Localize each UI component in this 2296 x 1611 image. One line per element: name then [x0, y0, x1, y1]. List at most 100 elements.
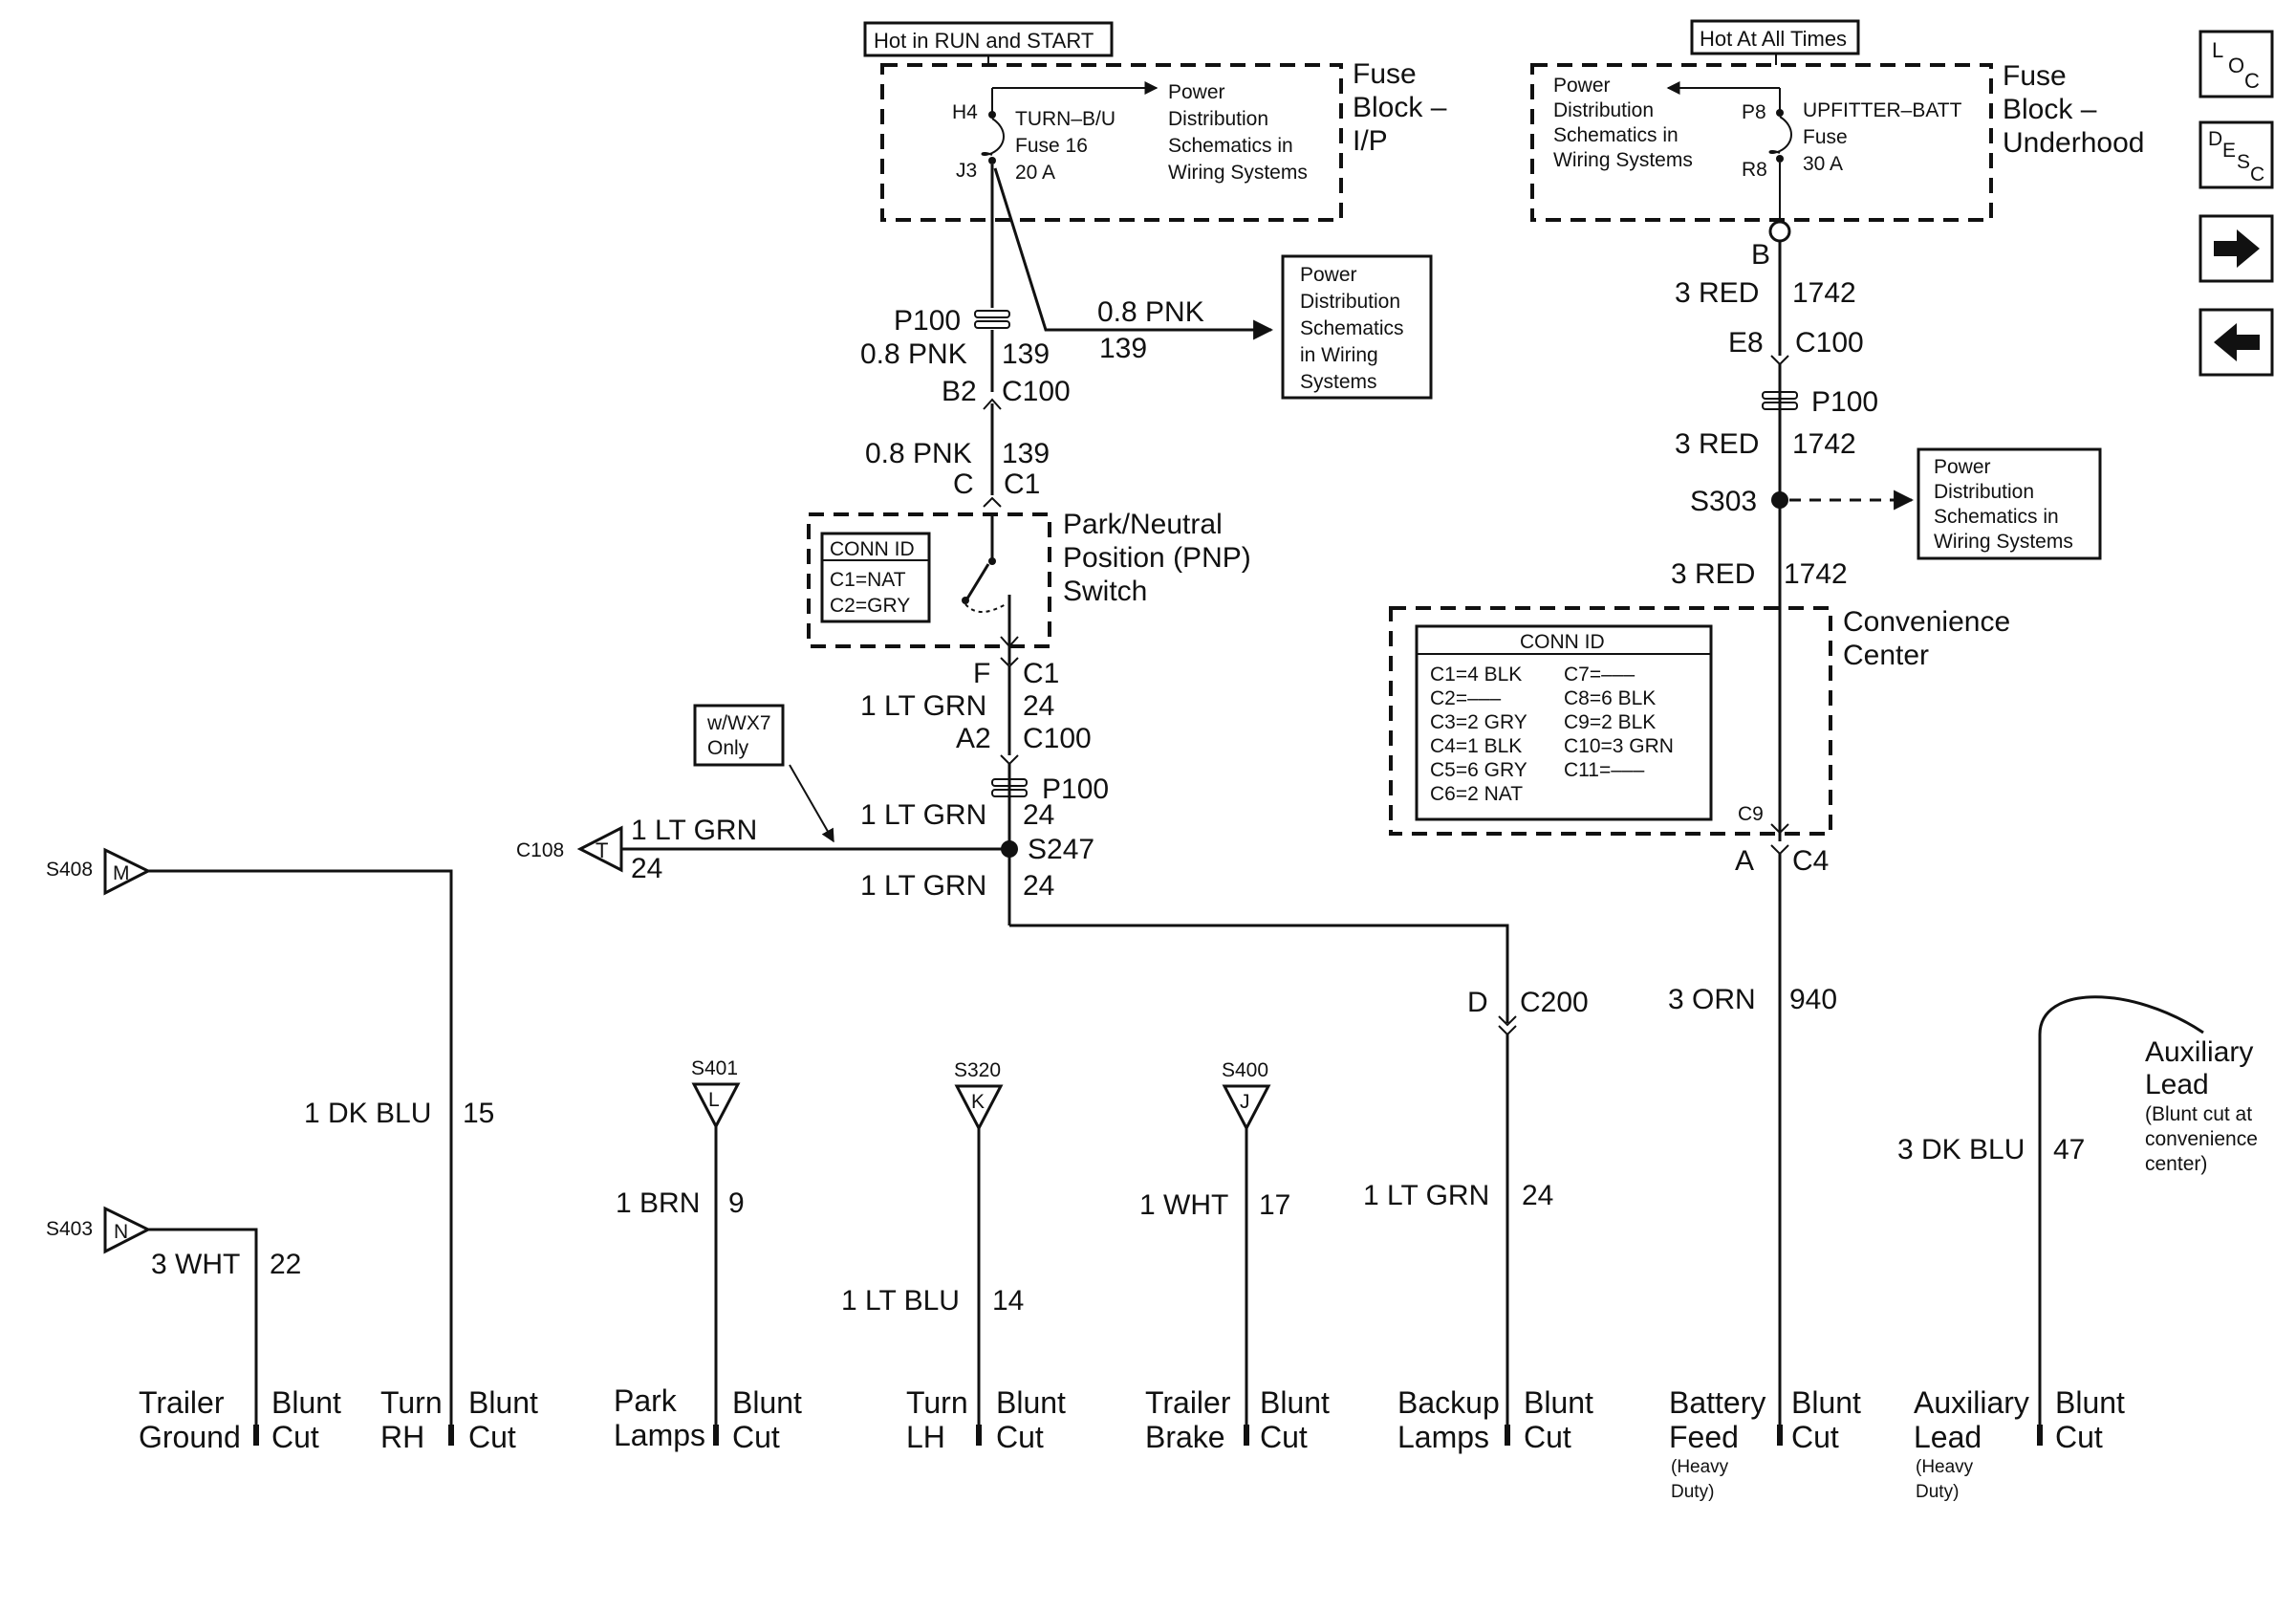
splice-s303 — [1771, 491, 1788, 509]
loc-button[interactable]: L O C — [2199, 30, 2274, 98]
pnp-conn-id-1: C1=NAT — [830, 569, 906, 591]
w3-num: 24 — [1023, 870, 1054, 902]
svg-text:30 A: 30 A — [1803, 153, 1843, 175]
svg-text:Blunt: Blunt — [271, 1385, 341, 1420]
svg-text:Battery: Battery — [1669, 1385, 1765, 1420]
svg-text:Blunt: Blunt — [1524, 1385, 1593, 1420]
svg-text:E: E — [2222, 140, 2236, 162]
splice-s403: S403 N 3 WHT 22 — [46, 1206, 301, 1442]
svg-text:Turn: Turn — [906, 1385, 968, 1420]
c100-connector-a2 — [1000, 754, 1019, 766]
splice-s320: S320 K 1 LT BLU 14 — [841, 1059, 1024, 1442]
svg-text:Systems: Systems — [1300, 371, 1377, 393]
svg-text:C4: C4 — [1792, 845, 1829, 877]
svg-text:Power: Power — [1300, 264, 1357, 286]
svg-text:Cut: Cut — [271, 1420, 319, 1454]
svg-text:C: C — [2244, 69, 2260, 93]
svg-text:Cut: Cut — [1791, 1420, 1839, 1454]
svg-text:C3=2 GRY: C3=2 GRY — [1430, 711, 1527, 733]
w3-color: 1 LT GRN — [860, 870, 986, 902]
svg-text:1742: 1742 — [1792, 277, 1856, 309]
svg-text:1 LT BLU: 1 LT BLU — [841, 1285, 960, 1317]
svg-text:Schematics in: Schematics in — [1553, 124, 1679, 146]
svg-text:1 BRN: 1 BRN — [616, 1187, 700, 1219]
fuse-16-label-1: TURN–B/U — [1015, 108, 1116, 130]
svg-text:Blunt: Blunt — [2055, 1385, 2125, 1420]
svg-text:Cut: Cut — [468, 1420, 516, 1454]
desc-button[interactable]: D E S C — [2199, 120, 2274, 189]
svg-text:S320: S320 — [954, 1059, 1001, 1081]
power-distribution-ref-mid[interactable]: Power Distribution Schematics in Wiring … — [1281, 254, 1433, 400]
svg-text:Wiring Systems: Wiring Systems — [1934, 531, 2073, 553]
c9-connector — [1770, 823, 1789, 835]
svg-text:S403: S403 — [46, 1218, 93, 1240]
svg-text:1742: 1742 — [1784, 558, 1848, 590]
wire1-num: 139 — [1002, 338, 1050, 370]
fuse-block-ip-title-2: Block – — [1353, 92, 1447, 123]
svg-text:C5=6 GRY: C5=6 GRY — [1430, 759, 1527, 781]
svg-text:C9=2 BLK: C9=2 BLK — [1564, 711, 1656, 733]
svg-text:N: N — [114, 1221, 128, 1243]
terminal-turn-lh: Turn LH Blunt Cut — [906, 1385, 1066, 1454]
fuse-pin-j3 — [988, 157, 996, 164]
fuse-ip-pin-in: H4 — [952, 101, 978, 123]
pnp-conn-id-title: CONN ID — [830, 538, 915, 560]
svg-text:Power: Power — [1934, 456, 1991, 478]
svg-text:(Heavy: (Heavy — [1916, 1457, 1974, 1477]
svg-text:Schematics in: Schematics in — [1934, 506, 2059, 528]
terminal-auxiliary-lead: Auxiliary Lead (Heavy Duty) Blunt Cut — [1914, 1385, 2125, 1502]
svg-text:Blunt: Blunt — [996, 1385, 1066, 1420]
svg-text:Center: Center — [1843, 640, 1929, 671]
svg-text:LH: LH — [906, 1420, 945, 1454]
c-pin-label: C — [953, 468, 974, 500]
power-distribution-ref-s303[interactable]: Power Distribution Schematics in Wiring … — [1917, 447, 2102, 560]
backup-lamps-wire-labels: 1 LT GRN 24 — [1363, 1180, 1553, 1211]
svg-text:3 RED: 3 RED — [1675, 277, 1759, 309]
svg-text:24: 24 — [1522, 1180, 1553, 1211]
svg-text:E8: E8 — [1728, 327, 1764, 359]
svg-text:Schematics: Schematics — [1300, 317, 1404, 339]
terminal-park-lamps: Park Lamps Blunt Cut — [614, 1383, 802, 1454]
svg-text:3 ORN: 3 ORN — [1668, 984, 1756, 1015]
pnp-conn-id-2: C2=GRY — [830, 595, 910, 617]
prev-page-button[interactable] — [2199, 308, 2274, 377]
wire1-color: 0.8 PNK — [860, 338, 967, 370]
svg-text:3 DK BLU: 3 DK BLU — [1897, 1134, 2025, 1165]
svg-text:K: K — [971, 1091, 985, 1113]
svg-text:C9: C9 — [1738, 803, 1764, 825]
svg-text:L: L — [708, 1089, 720, 1111]
svg-text:47: 47 — [2053, 1134, 2085, 1165]
fuse-underhood-title-3: Underhood — [2003, 127, 2144, 159]
w2-color: 1 LT GRN — [860, 799, 986, 831]
svg-text:C8=6 BLK: C8=6 BLK — [1564, 687, 1656, 709]
svg-text:15: 15 — [463, 1098, 494, 1129]
svg-text:940: 940 — [1789, 984, 1837, 1015]
fuse-pin-r8 — [1776, 155, 1784, 163]
fuse-pin-h4 — [988, 111, 996, 119]
c4-connector — [1770, 844, 1789, 856]
terminal-battery-feed: Battery Feed (Heavy Duty) Blunt Cut — [1669, 1385, 1861, 1502]
svg-text:Convenience: Convenience — [1843, 606, 2010, 638]
a2-label: A2 — [956, 723, 991, 754]
hot-all-times-label: Hot At All Times — [1700, 27, 1847, 51]
c100-after-label: C100 — [1023, 723, 1092, 754]
splice-s400: S400 J 1 WHT 17 — [1139, 1059, 1290, 1442]
next-page-button[interactable] — [2199, 214, 2274, 283]
svg-text:Lead: Lead — [1914, 1420, 1982, 1454]
c200-connector-bottom — [1498, 1025, 1517, 1036]
c100-connector-b2 — [983, 398, 1002, 410]
svg-text:Cut: Cut — [1260, 1420, 1308, 1454]
wire2-num: 139 — [1002, 438, 1050, 469]
svg-text:14: 14 — [992, 1285, 1024, 1317]
c108-wire-num: 24 — [631, 853, 662, 884]
svg-text:CONN ID: CONN ID — [1520, 631, 1605, 653]
svg-text:Blunt: Blunt — [1791, 1385, 1861, 1420]
fuse-pin-p8 — [1776, 109, 1784, 117]
terminal-backup-lamps: Backup Lamps Blunt Cut — [1397, 1385, 1593, 1454]
svg-text:Cut: Cut — [732, 1420, 780, 1454]
svg-text:Distribution: Distribution — [1300, 291, 1400, 313]
c200-label: C200 — [1520, 987, 1589, 1018]
svg-text:M: M — [113, 862, 130, 884]
fuse-block-ip-title-1: Fuse — [1353, 58, 1417, 90]
svg-text:Cut: Cut — [1524, 1420, 1571, 1454]
